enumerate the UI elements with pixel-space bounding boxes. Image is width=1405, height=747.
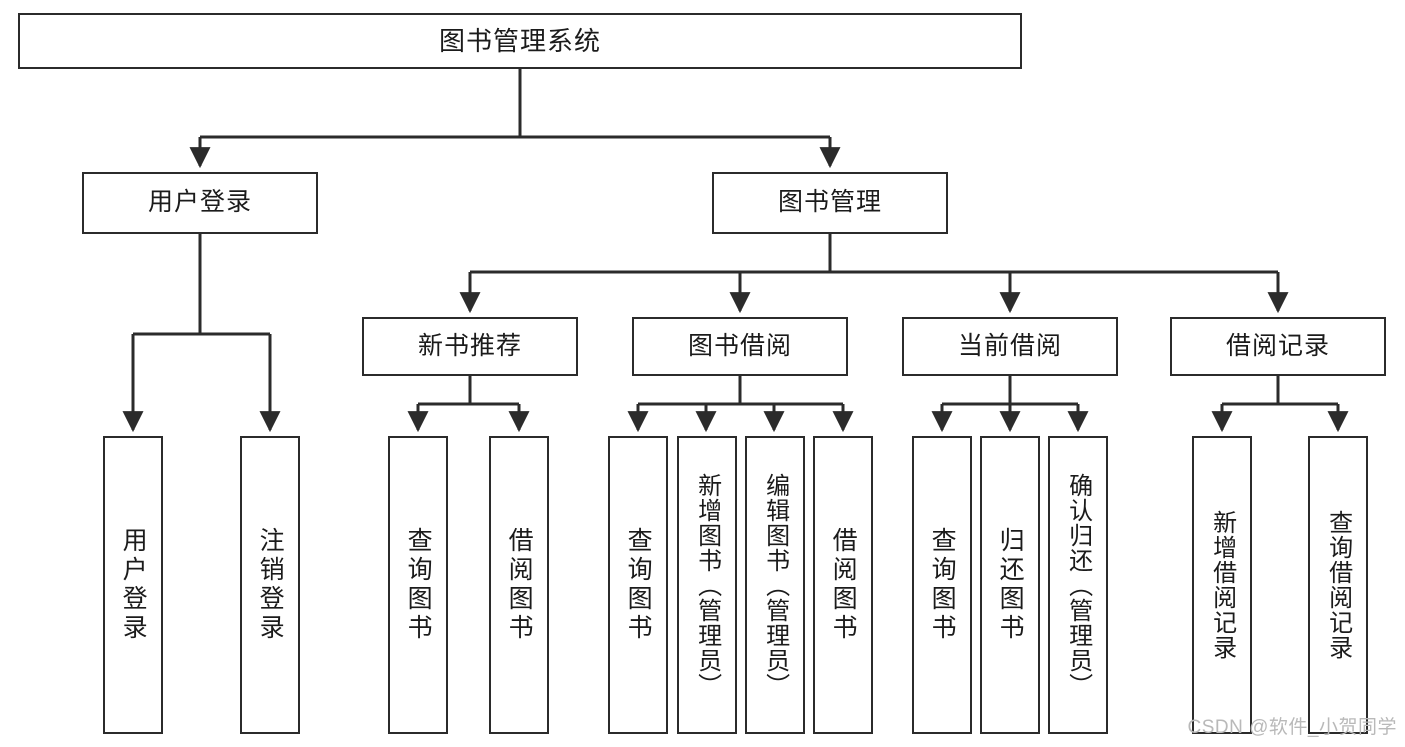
node-label: 查询借阅记录: [1324, 510, 1352, 660]
leaf-book-borrow-2[interactable]: 编辑图书（管理员）: [745, 436, 805, 734]
node-new-book-recommend[interactable]: 新书推荐: [362, 317, 578, 376]
node-label: 当前借阅: [957, 331, 1062, 360]
node-label: 图书管理: [777, 188, 882, 217]
node-label: 查询图书: [928, 527, 957, 643]
leaf-current-borrow-0[interactable]: 查询图书: [912, 436, 972, 734]
leaf-current-borrow-1[interactable]: 归还图书: [980, 436, 1040, 734]
node-current-borrow[interactable]: 当前借阅: [902, 317, 1118, 376]
leaf-borrow-record-1[interactable]: 查询借阅记录: [1308, 436, 1368, 734]
node-label: 查询图书: [404, 527, 433, 643]
node-label: 借阅图书: [505, 527, 534, 643]
leaf-current-borrow-2[interactable]: 确认归还（管理员）: [1048, 436, 1108, 734]
node-borrow-record[interactable]: 借阅记录: [1170, 317, 1386, 376]
leaf-new-book-0[interactable]: 查询图书: [388, 436, 448, 734]
node-label: 编辑图书（管理员）: [761, 472, 789, 698]
watermark-text: CSDN @软件_小贺同学: [1187, 717, 1397, 738]
node-label: 确认归还（管理员）: [1064, 472, 1092, 698]
node-label: 注销登录: [256, 527, 285, 643]
node-label: 归还图书: [996, 527, 1025, 643]
node-label: 新增借阅记录: [1208, 510, 1236, 660]
node-label: 借阅记录: [1225, 331, 1330, 360]
leaf-book-borrow-3[interactable]: 借阅图书: [813, 436, 873, 734]
node-label: 查询图书: [624, 527, 653, 643]
node-book-management[interactable]: 图书管理: [712, 172, 948, 234]
leaf-new-book-1[interactable]: 借阅图书: [489, 436, 549, 734]
node-user-login[interactable]: 用户登录: [82, 172, 318, 234]
node-book-borrow[interactable]: 图书借阅: [632, 317, 848, 376]
node-root-system[interactable]: 图书管理系统: [18, 13, 1022, 69]
node-label: 图书借阅: [687, 331, 792, 360]
leaf-borrow-record-0[interactable]: 新增借阅记录: [1192, 436, 1252, 734]
leaf-user-login-0[interactable]: 用户登录: [103, 436, 163, 734]
leaf-user-login-1[interactable]: 注销登录: [240, 436, 300, 734]
leaf-book-borrow-0[interactable]: 查询图书: [608, 436, 668, 734]
node-label: 新书推荐: [417, 331, 522, 360]
node-label: 用户登录: [147, 188, 252, 217]
node-label: 图书管理系统: [438, 25, 601, 56]
node-label: 借阅图书: [829, 527, 858, 643]
node-label: 新增图书（管理员）: [693, 472, 721, 698]
leaf-book-borrow-1[interactable]: 新增图书（管理员）: [677, 436, 737, 734]
node-label: 用户登录: [119, 527, 148, 643]
